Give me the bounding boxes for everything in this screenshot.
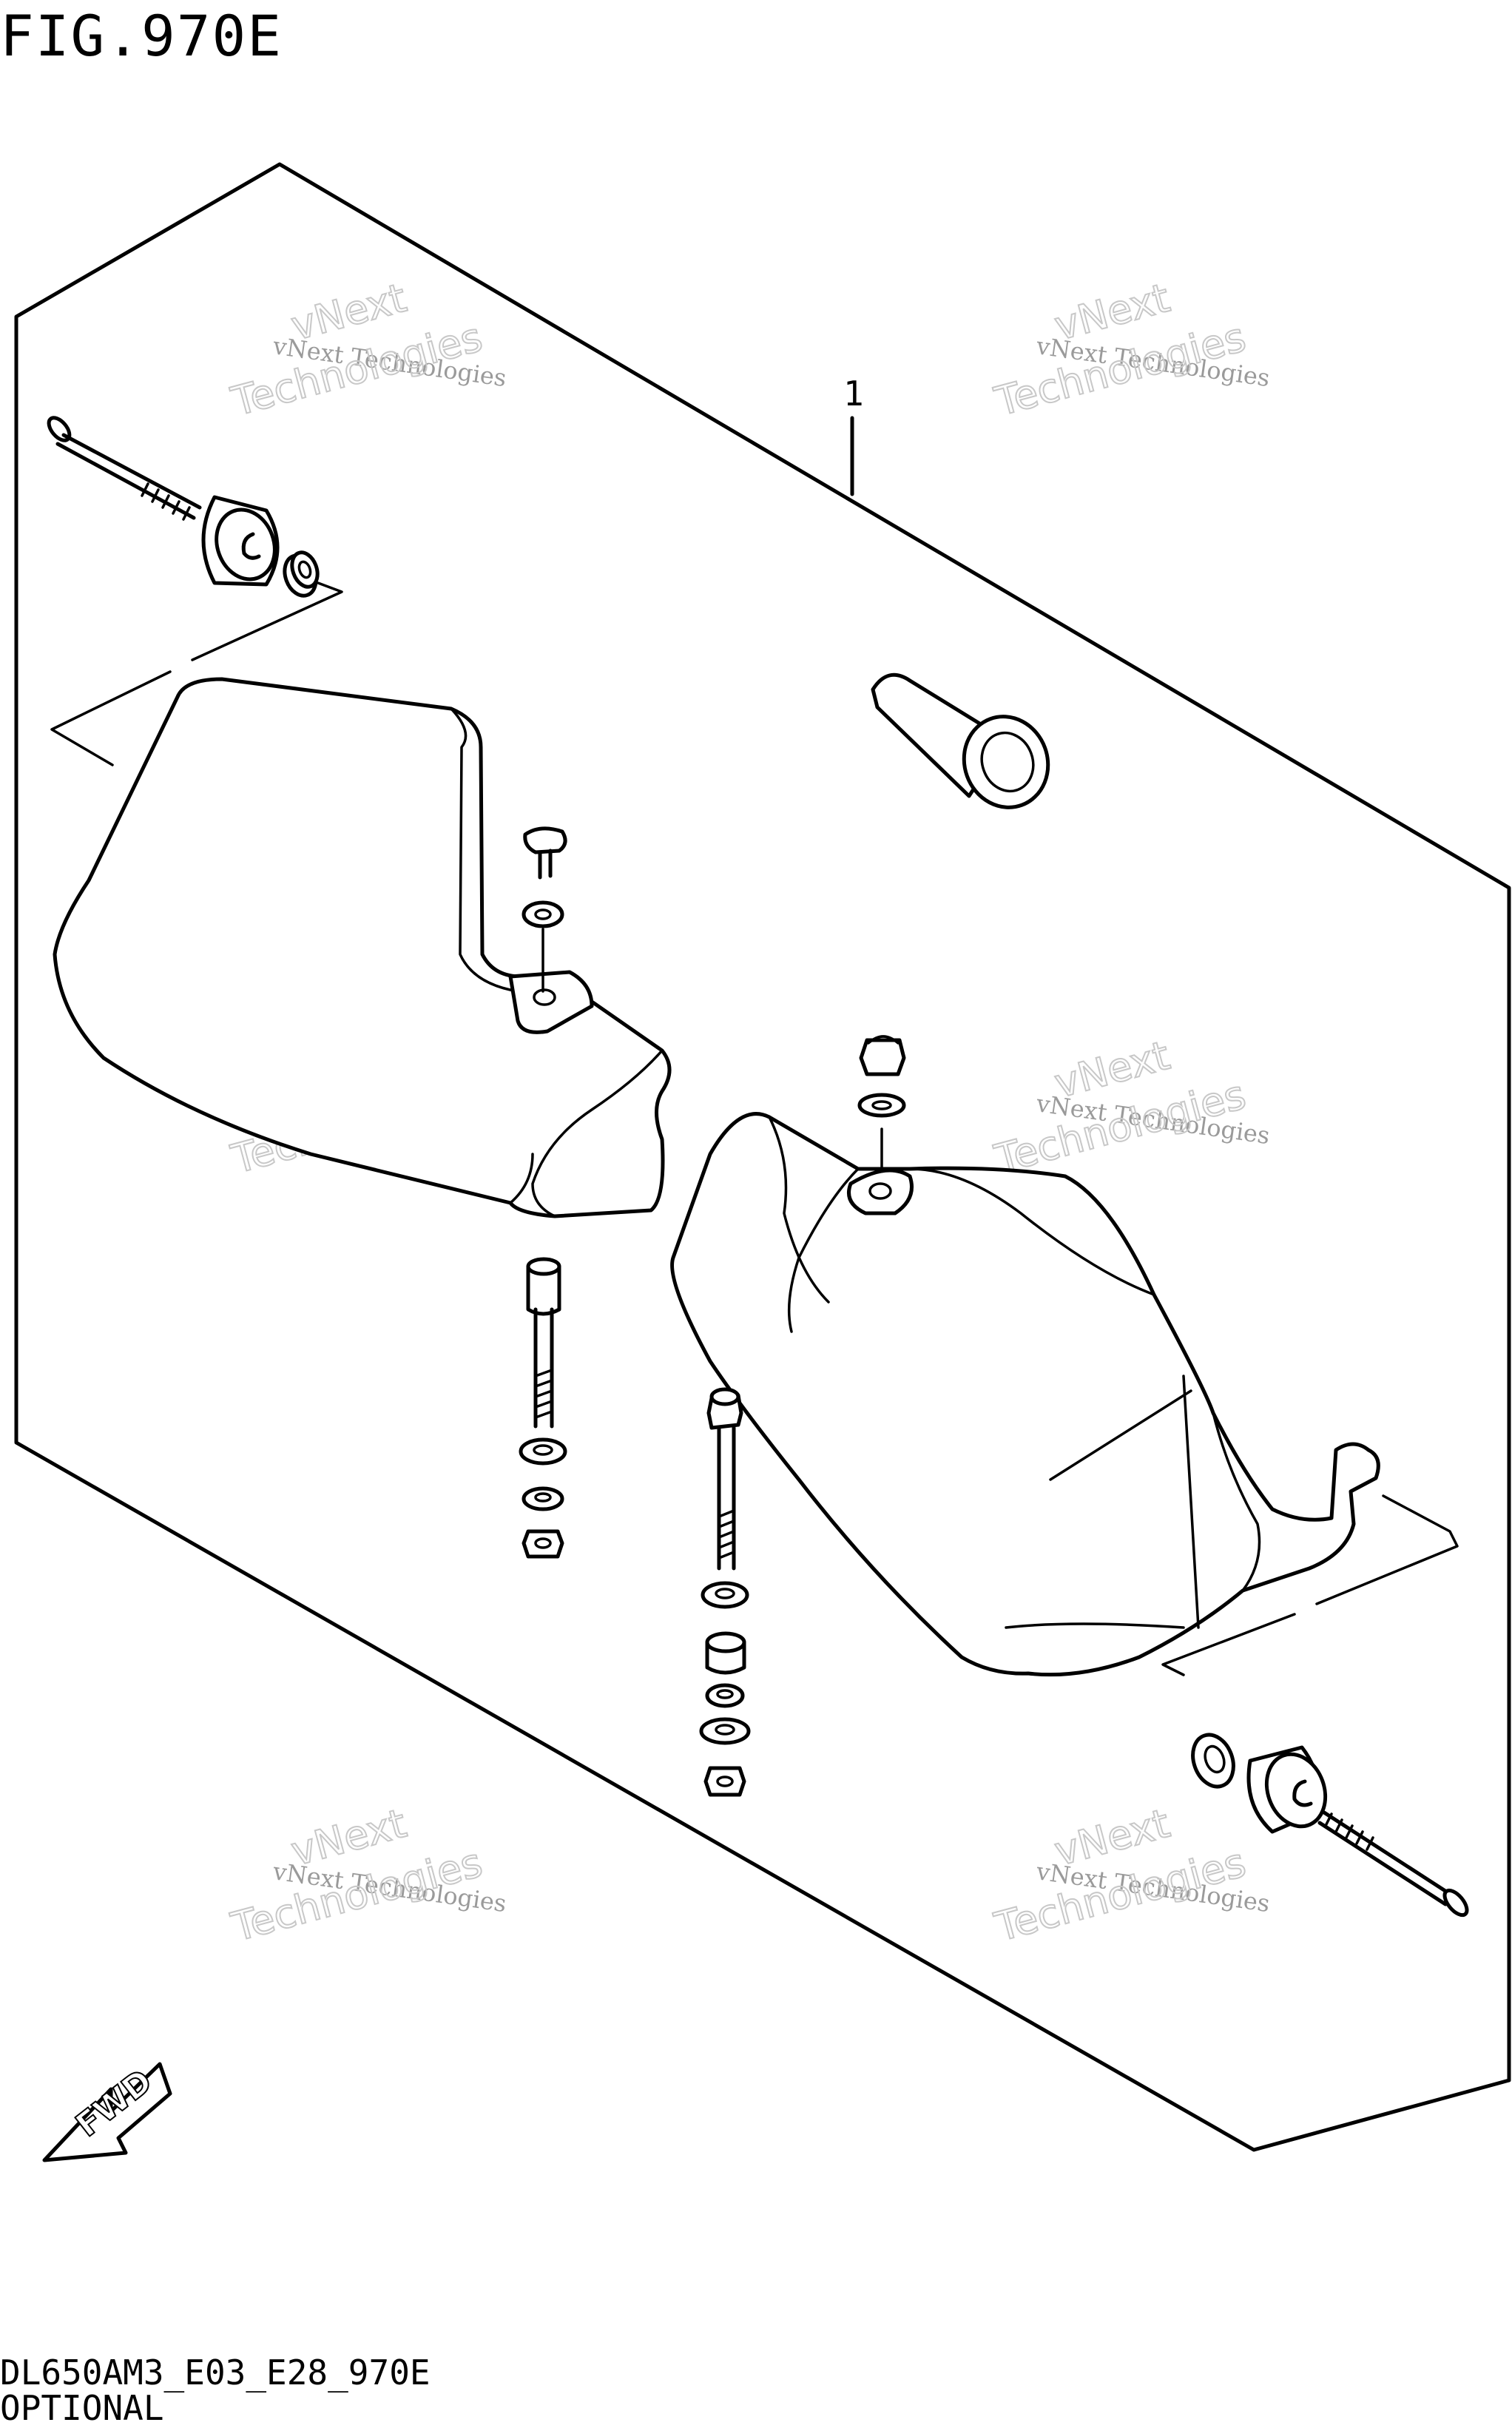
left-lower-bolt-stack (519, 1257, 567, 1559)
left-bar-end-weight (201, 495, 280, 587)
grip-end-cone (871, 672, 1050, 809)
diagram-category: OPTIONAL (0, 2388, 164, 2428)
right-washer (1191, 1733, 1235, 1789)
figure-title: FIG.970E (0, 3, 283, 69)
fwd-arrow-icon: FWD (42, 2062, 172, 2162)
right-assembly-leader-2 (1161, 1613, 1296, 1676)
right-assembly-leader (1315, 1494, 1459, 1605)
left-washer (283, 550, 320, 598)
left-guard-screw (522, 826, 567, 993)
left-hand-guard (53, 677, 672, 1218)
right-bar-end-bolt (1317, 1810, 1469, 1918)
right-bar-end-weight (1246, 1745, 1328, 1834)
diagram-code: DL650AM3_E03_E28_970E (0, 2353, 431, 2392)
right-guard-nut (857, 1035, 906, 1193)
left-assembly-leader (191, 581, 343, 661)
left-assembly-leader-2 (50, 670, 172, 766)
left-bar-end-bolt (47, 416, 202, 521)
kit-boundary (14, 162, 1511, 2152)
right-hand-guard (670, 1112, 1380, 1677)
right-lower-bolt-stack (699, 1387, 751, 1797)
callout-1: 1 (843, 374, 864, 414)
